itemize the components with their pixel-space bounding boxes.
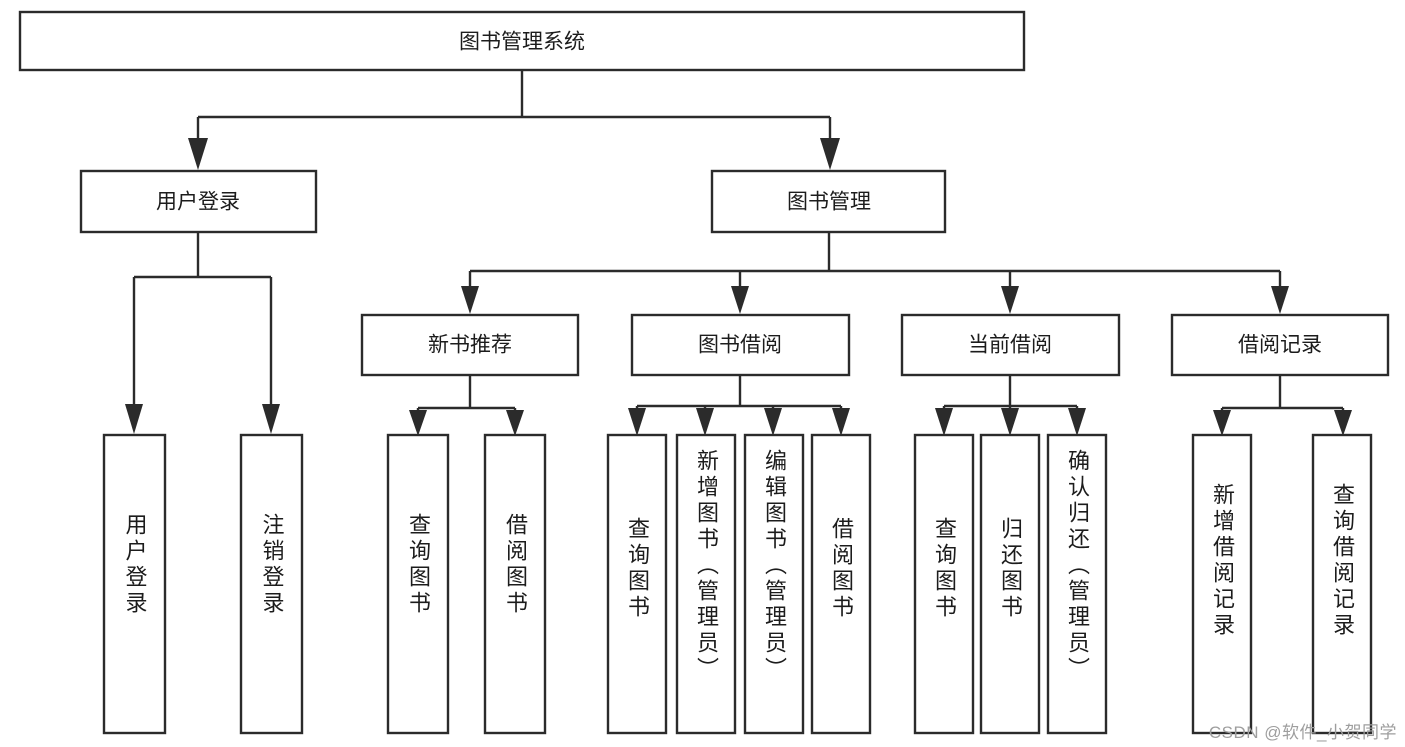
node-new-book-recommend-label: 新书推荐 bbox=[428, 334, 512, 357]
node-user-login-label: 用户登录 bbox=[156, 191, 240, 214]
arrowhead-leaf-add-book bbox=[696, 408, 714, 436]
leaf-box-query-record[interactable] bbox=[1311, 433, 1373, 735]
node-current-borrow-label: 当前借阅 bbox=[968, 334, 1052, 357]
node-borrow-record-label: 借阅记录 bbox=[1238, 334, 1322, 357]
arrowhead-leaf-query-record bbox=[1334, 410, 1352, 436]
watermark-text: CSDN @软件_小贺同学 bbox=[1208, 723, 1397, 742]
leaf-box-add-record[interactable] bbox=[1191, 433, 1253, 735]
arrowhead-borrow-record bbox=[1271, 286, 1289, 314]
arrowhead-leaf-return-book bbox=[1001, 408, 1019, 436]
arrowhead-leaf-query-book-2 bbox=[628, 408, 646, 436]
arrowhead-leaf-borrow-book-2 bbox=[832, 408, 850, 436]
leaf-box-borrow-book-2[interactable] bbox=[810, 433, 872, 735]
arrowhead-leaf-logout-login bbox=[262, 404, 280, 434]
node-current-borrow[interactable]: 当前借阅 bbox=[900, 313, 1121, 377]
arrowhead-leaf-query-book-3 bbox=[935, 408, 953, 436]
arrowhead-book-borrow bbox=[731, 286, 749, 314]
arrowhead-new-book-recommend bbox=[461, 286, 479, 314]
leaf-box-query-book-2[interactable] bbox=[606, 433, 668, 735]
leaf-box-user-login[interactable] bbox=[102, 433, 167, 735]
arrowhead-leaf-confirm-return bbox=[1068, 408, 1086, 436]
leaf-box-logout-login[interactable] bbox=[239, 433, 304, 735]
node-user-login[interactable]: 用户登录 bbox=[79, 169, 318, 234]
arrowhead-leaf-user-login bbox=[125, 404, 143, 434]
leaf-box-confirm-return[interactable] bbox=[1046, 433, 1108, 735]
node-root-label: 图书管理系统 bbox=[459, 31, 585, 54]
arrowhead-user-login bbox=[188, 138, 208, 170]
node-book-management-label: 图书管理 bbox=[787, 191, 871, 214]
leaf-box-query-book-3[interactable] bbox=[913, 433, 975, 735]
arrowhead-book-management bbox=[820, 138, 840, 170]
node-book-borrow[interactable]: 图书借阅 bbox=[630, 313, 851, 377]
node-book-management[interactable]: 图书管理 bbox=[710, 169, 947, 234]
leaf-box-add-book[interactable] bbox=[675, 433, 737, 735]
arrowhead-current-borrow bbox=[1001, 286, 1019, 314]
leaf-box-query-book-1[interactable] bbox=[386, 433, 450, 735]
node-new-book-recommend[interactable]: 新书推荐 bbox=[360, 313, 580, 377]
node-root[interactable]: 图书管理系统 bbox=[18, 10, 1026, 72]
arrowhead-leaf-borrow-book-1 bbox=[506, 410, 524, 436]
leaf-box-edit-book[interactable] bbox=[743, 433, 805, 735]
arrowhead-leaf-add-record bbox=[1213, 410, 1231, 436]
arrowhead-leaf-query-book-1 bbox=[409, 410, 427, 436]
arrowhead-leaf-edit-book bbox=[764, 408, 782, 436]
leaf-box-return-book[interactable] bbox=[979, 433, 1041, 735]
node-book-borrow-label: 图书借阅 bbox=[698, 334, 782, 357]
leaf-box-borrow-book-1[interactable] bbox=[483, 433, 547, 735]
node-borrow-record[interactable]: 借阅记录 bbox=[1170, 313, 1390, 377]
